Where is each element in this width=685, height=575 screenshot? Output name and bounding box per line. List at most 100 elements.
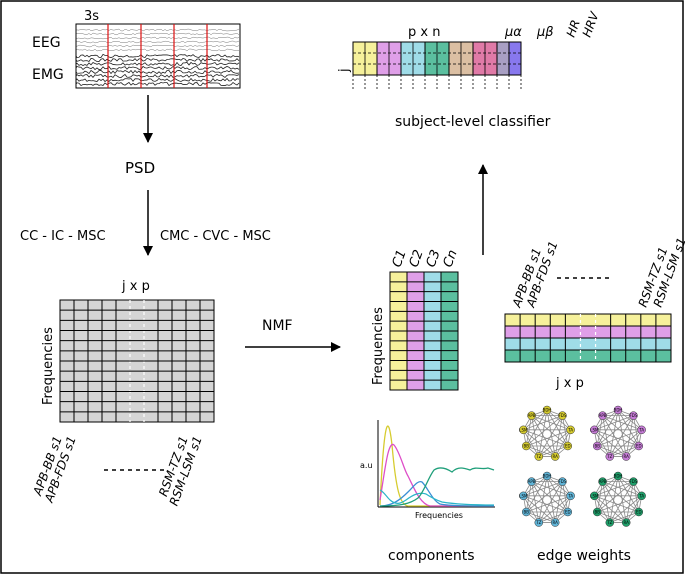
graph-node xyxy=(534,518,544,527)
graph-node-label: APB xyxy=(599,413,607,418)
graph-edge xyxy=(525,481,563,513)
component-curve-blue xyxy=(379,480,495,507)
graph-node-label: FDS xyxy=(629,413,637,418)
graph-edge xyxy=(525,415,532,447)
graph-edge xyxy=(597,511,627,523)
matrix-left-grid xyxy=(59,299,215,423)
graph-node xyxy=(566,425,575,435)
graph-node xyxy=(634,507,644,517)
component-curve-green xyxy=(379,467,495,507)
graph-edge xyxy=(594,429,639,447)
graph-edge xyxy=(538,511,568,523)
graph-edge xyxy=(546,409,556,457)
graph-edge xyxy=(525,481,532,513)
signal-trace xyxy=(75,44,240,48)
component-col-label: C3 xyxy=(424,248,444,269)
graph-edge xyxy=(526,429,571,447)
components-plot: a.u Frequencies xyxy=(360,420,495,520)
components-matrix-grid xyxy=(389,271,459,391)
graph-node-label: TA xyxy=(567,493,573,498)
graph-node-label: RA xyxy=(553,454,559,459)
graph-node xyxy=(592,507,602,517)
graph-node-label: BDH xyxy=(614,474,623,479)
graph-node xyxy=(558,477,567,486)
graph-node-label: APB xyxy=(528,479,536,484)
graph-edge xyxy=(546,409,571,431)
classifier-block xyxy=(508,41,522,76)
graph-node-label: LSM xyxy=(590,493,599,498)
graph-node-label: TA xyxy=(567,427,573,432)
graph-edge xyxy=(538,409,548,457)
graph-edge xyxy=(609,511,639,523)
graph-edge xyxy=(523,429,540,457)
signal-trace xyxy=(75,57,240,63)
graph-node xyxy=(590,425,599,435)
graph-node-label: TZ xyxy=(606,454,612,459)
graph-node-label: FDS xyxy=(629,479,637,484)
graph-node-label: TA xyxy=(638,427,644,432)
graph-node xyxy=(637,425,646,435)
graph-node-label: TA xyxy=(638,493,644,498)
graph-edge xyxy=(597,445,627,457)
weights-matrix-row xyxy=(504,349,672,363)
graph-edge xyxy=(531,481,556,523)
graph-node xyxy=(613,405,623,415)
graph-edge xyxy=(602,481,642,497)
graph-edge xyxy=(523,429,568,447)
graph-node xyxy=(558,411,567,420)
graph-node xyxy=(613,471,623,481)
graph-edge xyxy=(596,415,603,447)
graph-node-label: BB xyxy=(523,444,529,449)
graph-node-label: BDH xyxy=(543,408,552,413)
graph-node-label: RA xyxy=(553,520,559,525)
signal-trace xyxy=(75,28,240,32)
weights-matrix-row xyxy=(504,325,672,339)
signal-trace xyxy=(75,36,240,40)
nmf-label: NMF xyxy=(262,318,293,334)
graph-edge xyxy=(523,495,540,523)
graph-edge xyxy=(602,415,640,447)
graph-node xyxy=(634,441,644,451)
signal-trace xyxy=(75,73,240,79)
graph-edge xyxy=(538,415,563,457)
component-curve-yellow xyxy=(379,425,494,507)
graph-node-label: BDH xyxy=(614,408,623,413)
signal-trace xyxy=(75,40,240,44)
graph-edge xyxy=(596,415,634,447)
graph-node xyxy=(629,477,638,486)
graph-edge xyxy=(526,495,571,513)
signal-trace xyxy=(75,61,240,66)
graph-edge xyxy=(531,415,571,431)
component-curve-cyan xyxy=(379,489,495,506)
graph-edge xyxy=(625,495,642,523)
graph-edge xyxy=(602,415,627,457)
signal-trace xyxy=(75,69,240,75)
graph-node-label: BB xyxy=(594,444,600,449)
graph-node xyxy=(521,441,531,451)
graph-node xyxy=(637,491,646,501)
graph-edge xyxy=(597,429,642,447)
components-plot-ylabel: a.u xyxy=(360,461,373,470)
graph-node xyxy=(590,491,599,501)
component-col-label: C2 xyxy=(407,248,427,269)
graph-edge xyxy=(538,481,563,523)
graph-node-label: BB xyxy=(523,510,529,515)
eeg-label: EEG xyxy=(32,35,61,51)
graph-node xyxy=(563,441,573,451)
classifier-block xyxy=(496,41,510,76)
matrix-left-dims: j x p xyxy=(121,279,150,294)
graph-node xyxy=(621,452,631,461)
graph-node xyxy=(550,518,560,527)
graph-node xyxy=(629,411,638,420)
edge-weight-graphs: BDHFDSTAEDRATZBBLSMAPBBDHFDSTAEDRATZBBLS… xyxy=(519,405,646,527)
graph-edge xyxy=(625,429,642,457)
signal-trace xyxy=(75,81,240,87)
components-plot-xlabel: Frequencies xyxy=(415,511,463,520)
weights-matrix-grid xyxy=(504,313,672,363)
component-curve-magenta xyxy=(379,443,494,507)
graph-node-label: TZ xyxy=(535,454,541,459)
signal-trace xyxy=(75,53,240,59)
